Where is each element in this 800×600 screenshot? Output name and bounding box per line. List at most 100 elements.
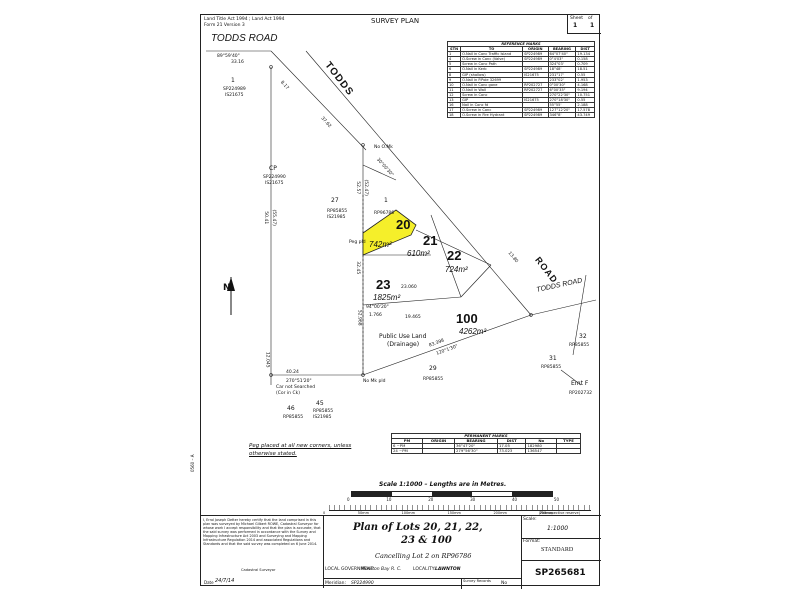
ref-table-cell: 0°00'30" xyxy=(547,81,577,88)
survey-mark xyxy=(529,313,533,317)
adjoining-plan-ref: SP224989 xyxy=(223,87,246,92)
ref-table-cell: SP224989 xyxy=(522,107,549,114)
ref-table-cell: 1.953 xyxy=(575,76,595,83)
todds-road-edge-east xyxy=(305,50,532,316)
adjoining-plan-ref: RP85855 xyxy=(313,409,334,414)
ref-column-header: ORIGIN xyxy=(522,46,549,53)
dimension-label: 270°51'20" xyxy=(286,379,312,384)
north-label: N xyxy=(223,283,231,293)
scale-bar-tick-label: 30 xyxy=(470,497,476,502)
lot-20-area: 742m² xyxy=(369,240,392,249)
date-value: 24/7/14 xyxy=(215,578,235,584)
ref-table-cell: 0.55 xyxy=(575,71,595,78)
locality-label: LOCALITY: xyxy=(413,567,436,572)
plan-heading: SURVEY PLAN xyxy=(371,17,420,25)
mark-note: Car not Searched xyxy=(276,385,316,390)
ref-table-cell: SP224989 xyxy=(522,51,549,58)
easement-boundary xyxy=(560,369,582,386)
adjoining-plan-ref: RP85855 xyxy=(569,343,590,348)
pm-table-cell xyxy=(422,448,455,455)
adjoining-lot-label: 46 xyxy=(287,405,295,412)
survey-records-value: No xyxy=(501,581,508,586)
adjoining-plan-ref: IS21985 xyxy=(313,415,332,420)
ref-table-cell: IS21675 xyxy=(522,71,549,78)
meridian-cell: Meridian: SP224990 xyxy=(323,578,462,589)
ref-table-cell: 270°22'30" xyxy=(547,91,577,99)
format-cell: Format: STANDARD xyxy=(521,538,601,561)
plan-number-cell: SP265681 xyxy=(521,560,601,588)
lot-20-highlight xyxy=(362,209,417,256)
ref-table-cell: 2.188 xyxy=(575,102,595,109)
ref-table-cell: 6°00'35" xyxy=(547,86,577,93)
adjoining-lot-label: 32 xyxy=(579,333,587,340)
locality-value: LAWNTON xyxy=(435,567,461,572)
lot-22-west-boundary xyxy=(430,214,462,298)
dimension-label: 32.45 xyxy=(355,261,361,275)
lot-23-south-boundary xyxy=(362,296,462,306)
mark-note: No Mk pld xyxy=(363,379,386,384)
dimension-label: 50.41 xyxy=(263,211,269,225)
adjoining-lot-label: 1 xyxy=(231,77,235,84)
meridian-label: Meridian: xyxy=(325,581,346,586)
dimension-label: 89°59'40" xyxy=(217,54,240,59)
reserve-note: (Retrospective reserve) xyxy=(539,511,580,515)
lot-100-number: 100 xyxy=(456,311,478,326)
mark-note: No O.Mk xyxy=(374,145,393,150)
ref-table-cell: 0.55 xyxy=(575,97,595,104)
dimension-label: 19.465 xyxy=(405,315,421,320)
todds-road-edge-south xyxy=(530,299,597,316)
pm-table-cell: 279°56'30" xyxy=(454,448,498,455)
ref-table-cell: 324°03' xyxy=(547,61,577,68)
lot-21-number: 21 xyxy=(423,233,438,248)
ruler-tick-label: 100mm xyxy=(401,511,415,515)
ruler-tick-label: 250mm xyxy=(539,511,553,515)
peg-note-line2: otherwise stated. xyxy=(249,451,297,457)
lot-20-number: 20 xyxy=(396,217,411,232)
local-gov-value: Moreton Bay R. C. xyxy=(361,567,402,572)
scale-cell: Scale: 1:1000 xyxy=(521,516,601,539)
date-label: Date xyxy=(204,580,214,585)
cancelling-line: Cancelling Lot 2 on RP96786 xyxy=(375,552,472,560)
scale-value: 1:1000 xyxy=(547,525,569,532)
dimension-label: 23.060 xyxy=(401,285,417,290)
ref-table-cell: 127°12'20" xyxy=(547,107,577,114)
dimension-label: 52.968 xyxy=(356,309,362,326)
pm-table-cell xyxy=(556,448,581,455)
ref-table-cell: IS21675 xyxy=(522,97,549,104)
pm-table-cell: 24 ~PM xyxy=(390,448,424,455)
north-arrow-icon xyxy=(227,277,235,315)
lot-22-number: 22 xyxy=(447,248,462,263)
todds-road-edge-west xyxy=(270,50,367,151)
surveyor-signature-label: Cadastral Surveyor xyxy=(241,568,276,572)
ref-table-cell: 270°18'30" xyxy=(547,97,577,104)
title-block: Plan of Lots 20, 21, 22, 23 & 100 Cancel… xyxy=(323,515,601,589)
adjoining-plan-ref: IS21675 xyxy=(265,181,284,186)
scale-statement: Scale 1:1000 – Lengths are in Metres. xyxy=(379,481,507,488)
lot-22-area: 724m² xyxy=(445,265,468,274)
reference-marks-title: REFERENCE MARKS xyxy=(447,40,595,48)
adjoining-lot-label: 29 xyxy=(429,365,437,372)
ruler-tick-label: 150mm xyxy=(447,511,461,515)
side-reference-note: 0560 – A xyxy=(190,454,195,472)
adjoining-lot-label: 1 xyxy=(384,197,388,204)
adjoining-plan-ref: SP224990 xyxy=(263,175,286,180)
ref-table-cell: SP224989 xyxy=(522,56,549,63)
ruler-tick-label: 200mm xyxy=(493,511,507,515)
ref-table-cell: 233°02' xyxy=(547,76,577,83)
local-gov-label: LOCAL GOVERNMENT: xyxy=(325,567,375,572)
ref-table-cell: 19.134 xyxy=(575,51,595,58)
scale-bar xyxy=(351,491,553,497)
ref-table-cell: SP224989 xyxy=(522,112,549,119)
adjoining-plan-ref: RP85855 xyxy=(423,377,444,382)
ref-table-cell: 9.194 xyxy=(575,86,595,93)
adjoining-lot-label: 31 xyxy=(549,355,557,362)
adjoining-lot-label: 27 xyxy=(331,197,339,204)
public-use-land-label: Public Use Land xyxy=(379,333,427,340)
mark-note: Peg pld xyxy=(349,240,366,245)
scale-bar-tick-label: 10 xyxy=(386,497,392,502)
